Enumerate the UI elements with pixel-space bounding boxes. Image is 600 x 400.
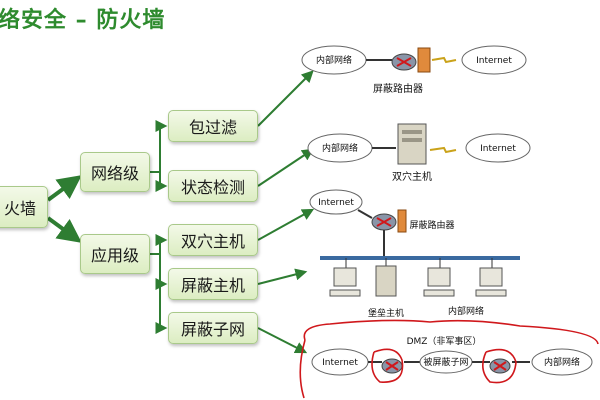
label-screening-router-1: 屏蔽路由器: [373, 82, 423, 95]
branch-lines: [150, 70, 315, 354]
diagram-screened-host: Internet 屏蔽路由器 堡垒主机 内部网络: [309, 189, 520, 319]
svg-text:Internet: Internet: [318, 198, 354, 208]
svg-text:内部网络: 内部网络: [322, 142, 358, 154]
diagram-dual-host: 内部网络 Internet 双穴主机: [307, 123, 531, 183]
diagram-packet-filter: 内部网络 Internet 屏蔽路由器: [301, 45, 527, 95]
arrow-root-network: [46, 175, 82, 202]
node-screened-subnet: 屏蔽子网: [168, 312, 258, 344]
svg-text:DMZ（非军事区）: DMZ（非军事区）: [407, 335, 482, 347]
node-packet-filter: 包过滤: [168, 110, 258, 142]
node-network-level: 网络级: [80, 152, 150, 192]
node-firewall: 火墙: [0, 186, 48, 228]
node-state-inspection: 状态检测: [168, 170, 258, 202]
page-title: 络安全 – 防火墙: [0, 8, 166, 33]
tree-connectors: [46, 175, 82, 243]
svg-text:Internet: Internet: [480, 144, 516, 154]
node-dual-homed-host: 双穴主机: [168, 224, 258, 256]
label-inner-network-1: 内部网络: [316, 54, 352, 66]
workstations: [329, 267, 507, 297]
svg-text:双穴主机: 双穴主机: [392, 170, 432, 183]
arrow-root-app: [46, 216, 82, 243]
svg-text:内部网络: 内部网络: [448, 305, 484, 317]
label-internet-1: Internet: [476, 56, 512, 66]
firewall-wall-icon: [417, 47, 431, 73]
diagram-screened-subnet: Internet DMZ（非军事区） 被屏蔽子网 内部网络: [311, 335, 593, 376]
svg-text:Internet: Internet: [322, 358, 358, 368]
cloud-internet-1: [461, 45, 527, 75]
red-annotations: [299, 319, 599, 399]
svg-text:屏蔽路由器: 屏蔽路由器: [409, 219, 454, 231]
svg-text:内部网络: 内部网络: [544, 356, 580, 368]
svg-text:被屏蔽子网: 被屏蔽子网: [423, 356, 468, 368]
svg-text:堡垒主机: 堡垒主机: [368, 307, 404, 319]
node-screened-host: 屏蔽主机: [168, 268, 258, 300]
node-application-level: 应用级: [80, 234, 150, 274]
bastion-host-icon: [375, 265, 397, 297]
